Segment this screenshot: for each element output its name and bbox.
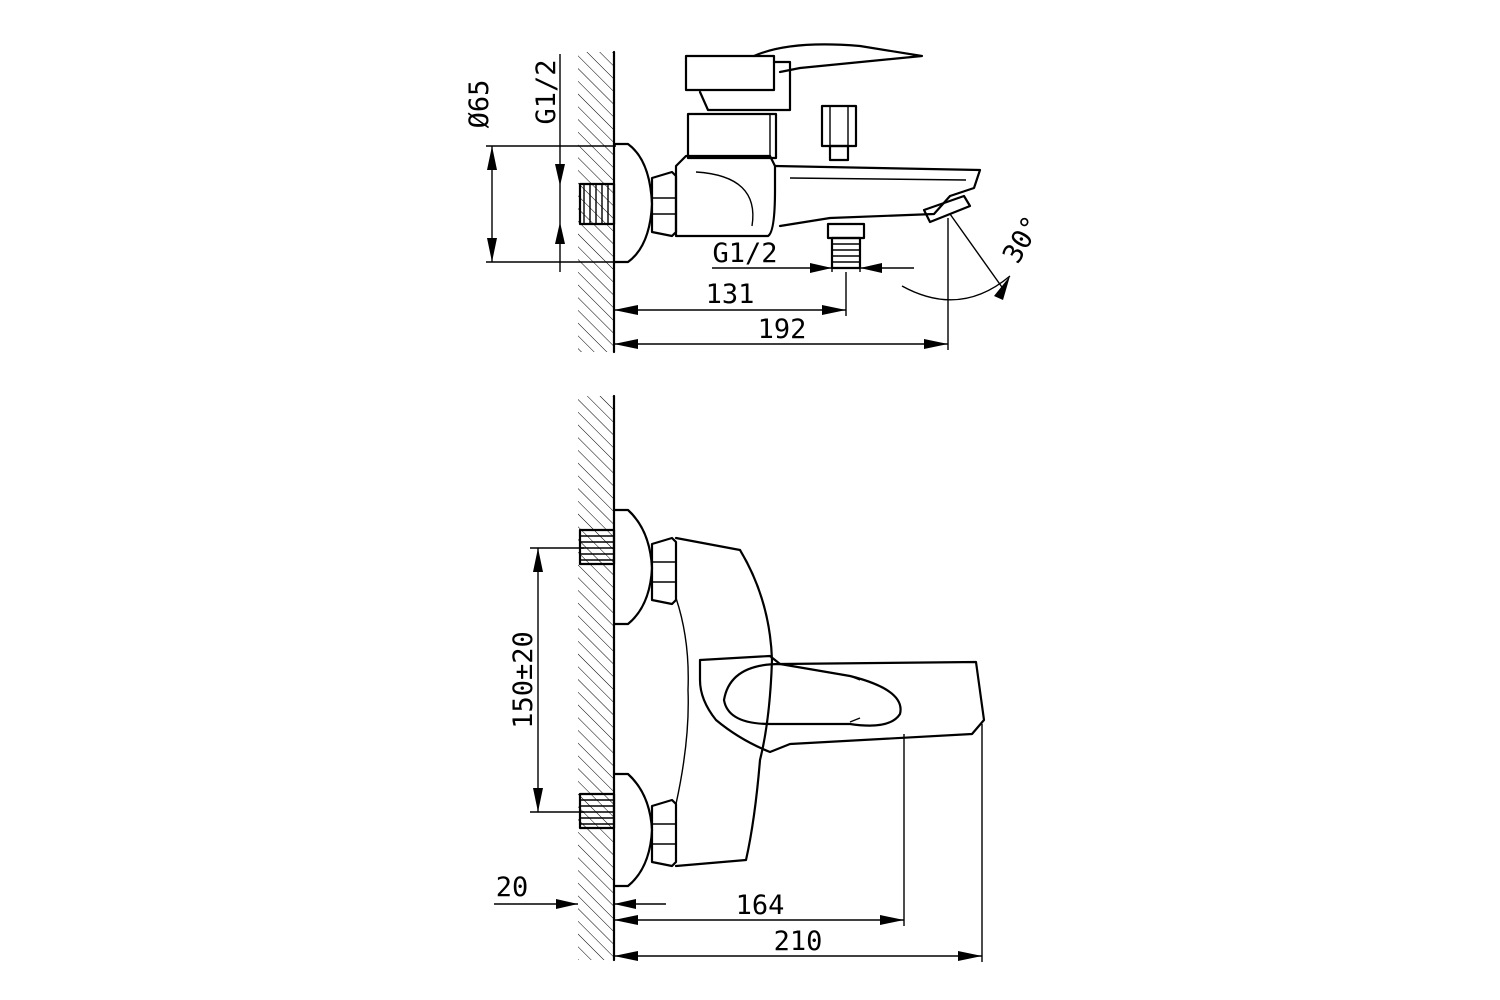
cartridge-column	[686, 112, 778, 160]
dim-164: 164	[614, 734, 905, 926]
upper-hex-nut	[650, 536, 678, 606]
spout-top	[773, 164, 982, 228]
spout-aerator	[922, 194, 972, 224]
label-131: 131	[706, 279, 755, 310]
dim-131: 131	[614, 272, 847, 316]
label-210: 210	[774, 926, 823, 957]
outlet-connector	[826, 222, 866, 270]
escutcheon-top	[612, 142, 654, 264]
upper-connector	[578, 528, 616, 566]
wall-hatch-front	[578, 396, 614, 960]
front-view: 150±20 20 164 210	[494, 394, 986, 962]
label-192: 192	[758, 314, 807, 345]
mixer-body-top	[674, 154, 777, 238]
dim-20: 20	[494, 872, 666, 909]
top-view: Ø65 G1/2 G1/2 131	[464, 43, 1048, 354]
dim-diameter: Ø65	[464, 80, 616, 263]
lever-handle-front	[698, 654, 986, 754]
dim-thread-outlet: G1/2	[712, 238, 914, 273]
label-thread-wall: G1/2	[531, 59, 562, 124]
label-thread-outlet: G1/2	[712, 238, 777, 269]
label-diameter: Ø65	[464, 80, 495, 129]
label-angle: 30°	[997, 211, 1048, 269]
label-centers: 150±20	[508, 631, 539, 729]
handle-oval	[722, 662, 902, 727]
lever-handle-top	[752, 43, 924, 74]
dim-angle: 30°	[901, 211, 1048, 301]
hex-nut-top	[650, 170, 678, 238]
label-20: 20	[496, 872, 529, 903]
lower-escutcheon	[612, 772, 654, 888]
lower-hex-nut	[650, 798, 678, 868]
handle-base-top	[684, 54, 776, 92]
diverter-knob	[820, 104, 858, 162]
dim-thread-wall: G1/2	[531, 54, 565, 272]
wall-thread-connector	[578, 182, 616, 226]
dim-210: 210	[614, 724, 983, 962]
upper-escutcheon	[612, 508, 654, 626]
dim-centers: 150±20	[508, 547, 584, 813]
dim-192: 192	[614, 218, 949, 350]
label-164: 164	[736, 890, 785, 921]
mixer-body-front	[674, 536, 774, 868]
lower-connector	[578, 792, 616, 830]
